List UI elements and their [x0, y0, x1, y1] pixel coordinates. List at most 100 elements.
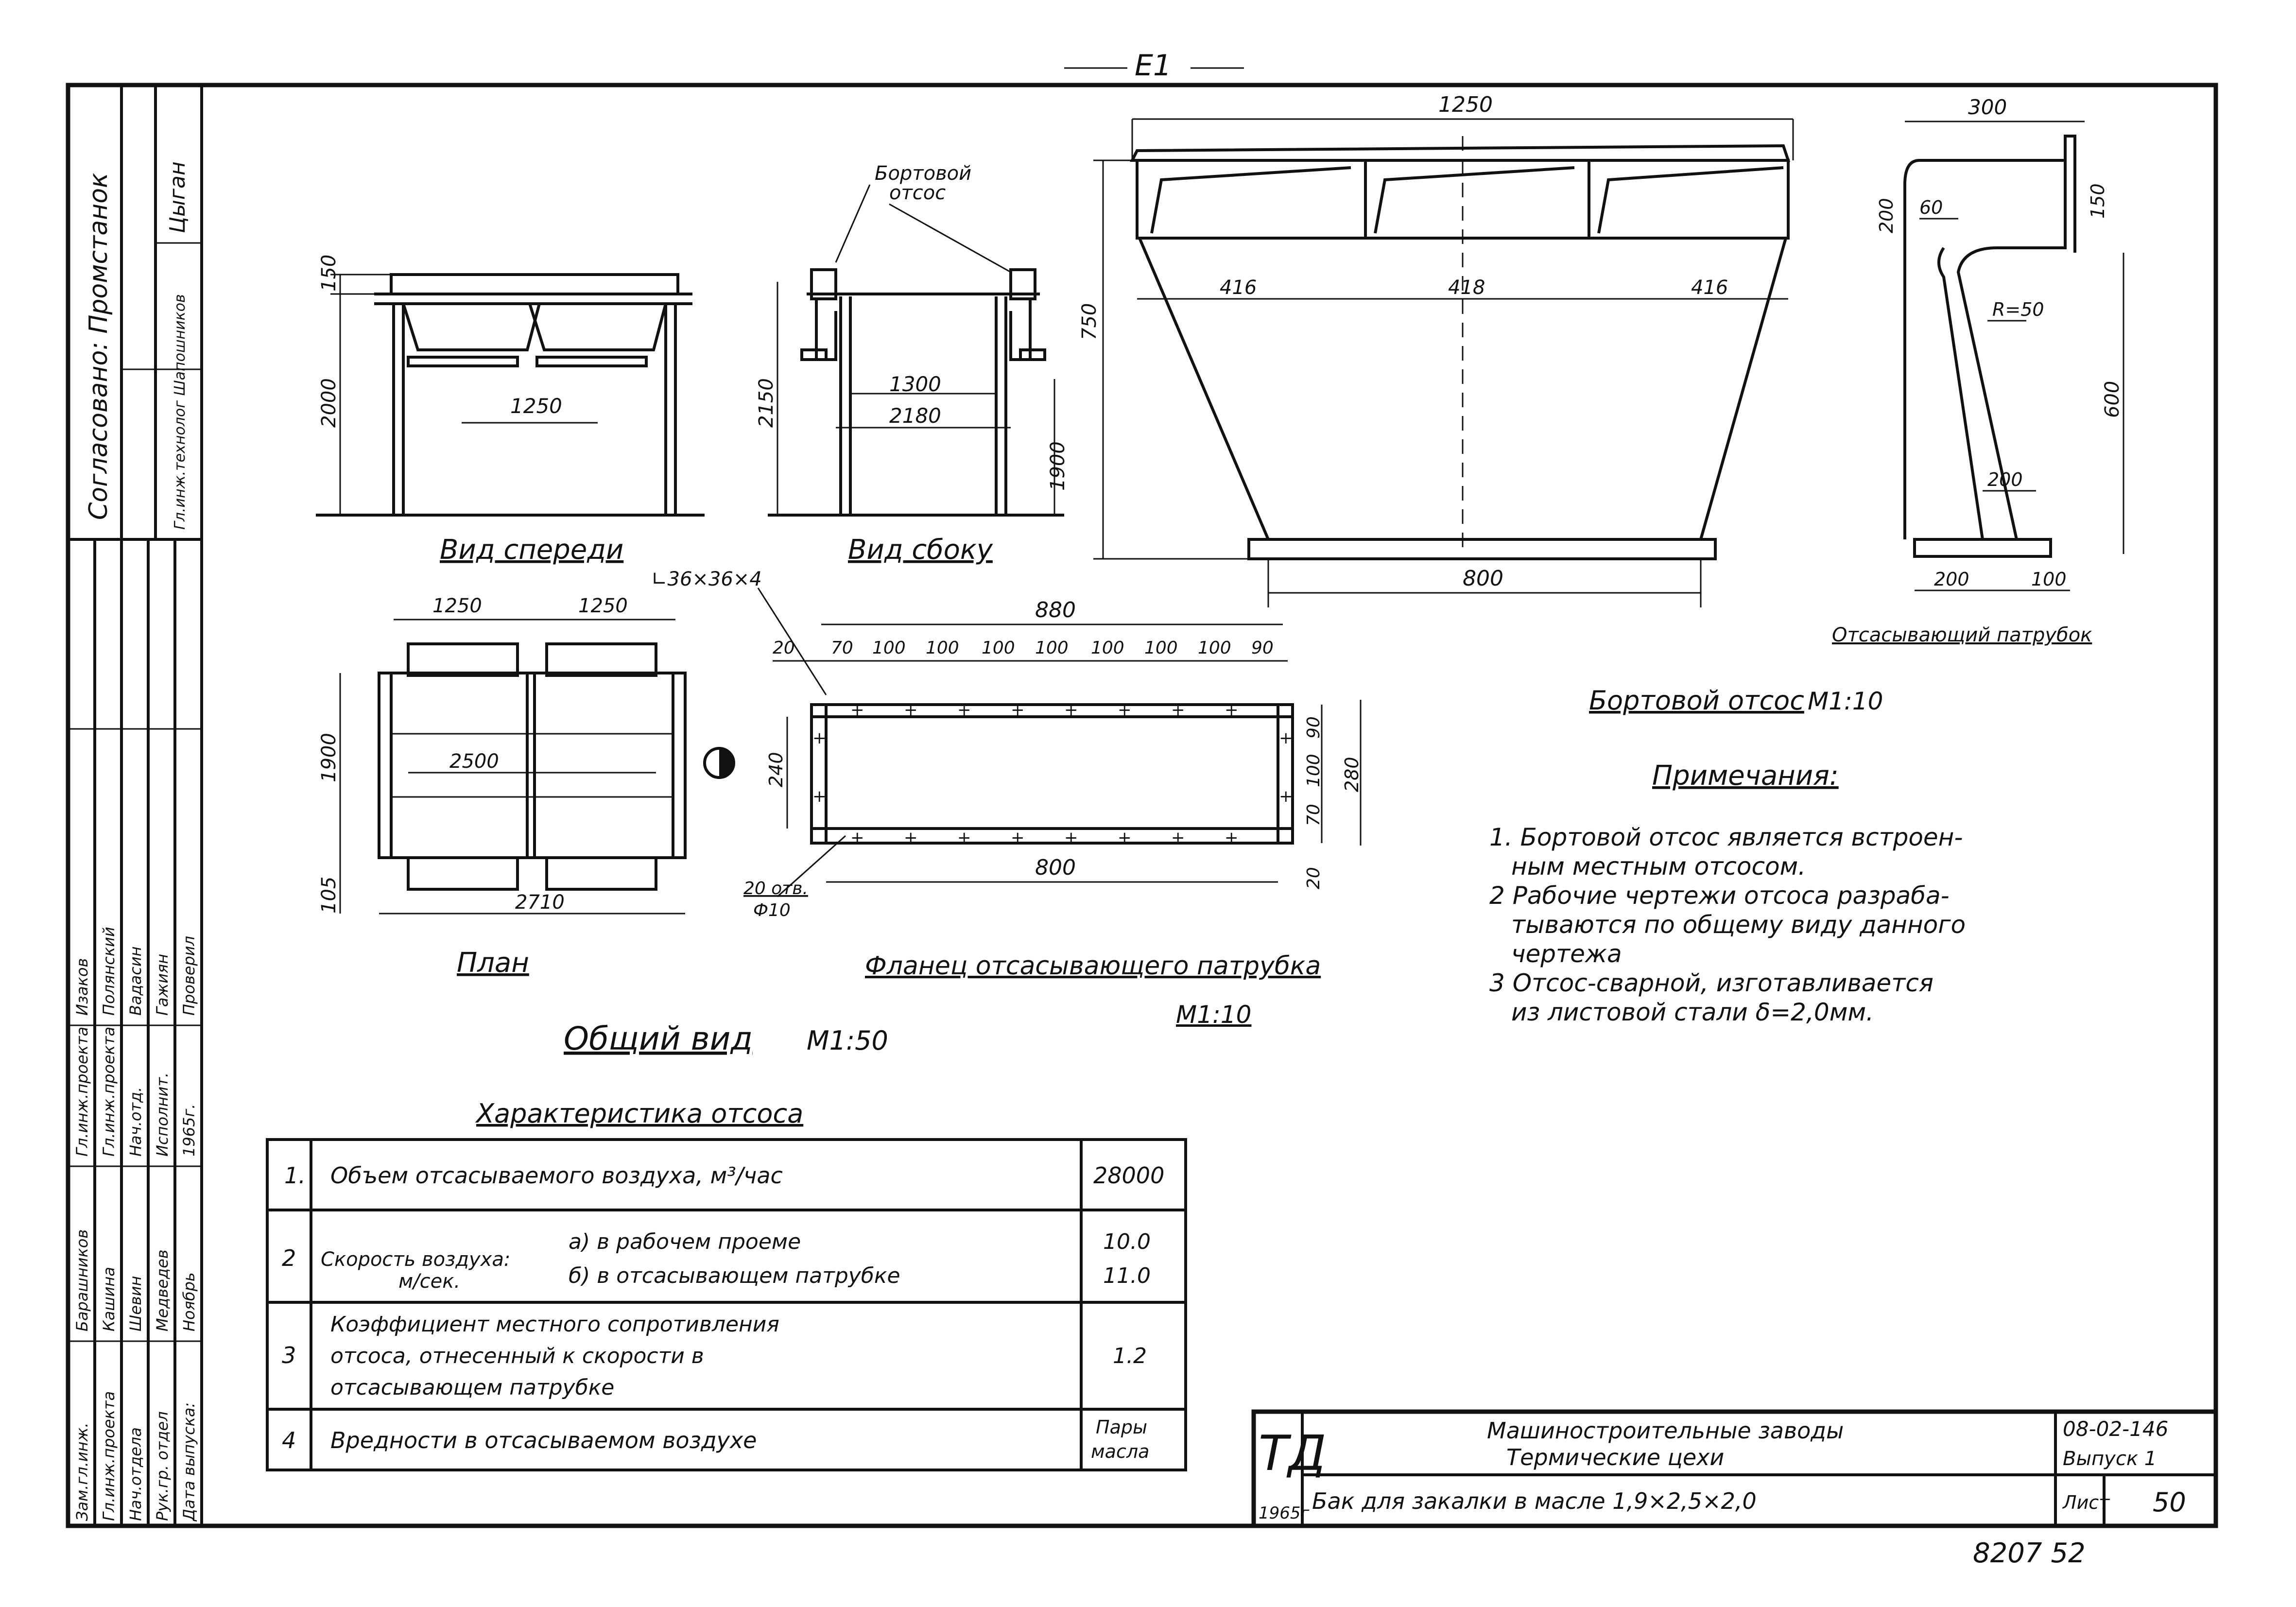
title-sheet-label: Лист: [2062, 1492, 2110, 1513]
char-r2-value-1: 11.0: [1103, 1263, 1151, 1288]
flange-pitch-4: 100: [982, 638, 1015, 658]
note-line-1: 1. Бортовой отсос является встроен-: [1489, 823, 1963, 851]
flange-pitch-0: 20: [773, 638, 795, 658]
flange-right-3: 70: [1304, 804, 1324, 826]
note-line-6: 3 Отсос-сварной, изготавливается: [1489, 969, 1933, 997]
hood-caption: Бортовой отсос: [1589, 685, 1804, 716]
svg-text:+: +: [1171, 700, 1185, 720]
svg-text:+: +: [1011, 700, 1025, 720]
hood-dim-top: 1250: [1438, 92, 1493, 117]
svg-text:+: +: [1118, 700, 1132, 720]
title-logo: ТД: [1259, 1425, 1326, 1482]
characteristics-table: Характеристика отсоса 1. Объем отсасывае…: [266, 1098, 1187, 1471]
appr-r2-c2: Нач.отд.: [126, 1087, 145, 1157]
svg-text:+: +: [904, 828, 918, 847]
front-view-caption: Вид спереди: [440, 534, 623, 566]
char-r4-text: Вредности в отсасываемом воздухе: [330, 1427, 757, 1453]
branch-dim-bottom-a: 200: [1934, 569, 1969, 590]
flange-bottom-right: 20: [1304, 867, 1324, 889]
char-r2-text-0: Скорость воздуха:: [321, 1248, 510, 1271]
char-r2-value-0: 10.0: [1103, 1229, 1151, 1254]
branch-dim-b: 200: [1876, 198, 1897, 233]
notes-title: Примечания:: [1652, 760, 1839, 792]
title-line-1: Машиностроительные заводы: [1487, 1417, 1844, 1444]
plan-dim-w2: 1250: [578, 595, 628, 617]
flange-pitch-5: 100: [1035, 638, 1069, 658]
branch-dim-radius: R=50: [1992, 299, 2044, 320]
appr-r4-c3: Проверил: [180, 936, 198, 1016]
svg-text:+: +: [1064, 828, 1078, 847]
characteristics-title: Характеристика отсоса: [475, 1098, 803, 1129]
flange-view: ∟36×36×4 880 20 70 100 100 100 100 100 1…: [651, 568, 1363, 1029]
appr-r1-c3: Полянский: [100, 927, 118, 1016]
branch-view: 300 60 200 150 R=50 600 200 200 100 Отса…: [1832, 95, 2124, 646]
svg-text:+: +: [850, 828, 864, 847]
svg-text:+: +: [1279, 787, 1293, 806]
note-line-7: из листовой стали δ=2,0мм.: [1511, 998, 1874, 1026]
svg-text:+: +: [1225, 700, 1239, 720]
svg-text:+: +: [1171, 828, 1185, 847]
char-r3-text-0: Коэффициент местного сопротивления: [330, 1312, 779, 1337]
outer-frame: [66, 83, 2218, 1528]
flange-bolt-holes: +++ +++ ++ +++ +++ ++ ++ ++: [812, 700, 1293, 847]
flange-holes: 20 отв.: [743, 879, 808, 899]
flange-height-inner: 240: [765, 752, 787, 787]
approval-strip: Согласовано: Промстанок Цыган Гл.инж.тех…: [68, 85, 202, 1526]
flange-right-2: 100: [1304, 754, 1324, 787]
char-r3-n: 3: [282, 1342, 296, 1368]
hood-dim-bottom: 800: [1463, 566, 1503, 591]
flange-dim-total: 880: [1035, 598, 1076, 622]
hood-bay-3: 416: [1691, 276, 1728, 299]
notes: Примечания: 1. Бортовой отсос является в…: [1489, 760, 1966, 1026]
flange-pitch-8: 100: [1198, 638, 1231, 658]
char-r3-value: 1.2: [1113, 1344, 1147, 1368]
flange-angle: ∟36×36×4: [651, 568, 762, 590]
flange-dim-inner: 800: [1035, 855, 1076, 880]
side-dim-h1: 2150: [755, 378, 777, 428]
svg-text:+: +: [1279, 728, 1293, 748]
approval-vertical-title: Согласовано: Промстанок: [84, 173, 113, 520]
general-caption: Общий вид: [564, 1020, 753, 1057]
flange-pitch-3: 100: [926, 638, 959, 658]
branch-dim-a: 60: [1919, 197, 1943, 218]
char-r2-text-2: а) в рабочем проеме: [569, 1229, 801, 1254]
appr-r0-c1: Барашников: [73, 1229, 91, 1331]
svg-text:+: +: [904, 700, 918, 720]
branch-dim-c: 150: [2087, 183, 2108, 219]
front-dim-height: 2000: [318, 378, 340, 428]
title-subject: Бак для закалки в масле 1,9×2,5×2,0: [1312, 1488, 1757, 1514]
svg-text:+: +: [1118, 828, 1132, 847]
char-r3-text-2: отсасывающем патрубке: [330, 1375, 614, 1400]
note-line-4: тываются по общему виду данного: [1511, 911, 1966, 939]
svg-text:+: +: [812, 787, 827, 806]
appr-r4-c2: 1965г.: [180, 1104, 198, 1157]
title-line-2: Термические цехи: [1506, 1444, 1724, 1470]
branch-caption: Отсасывающий патрубок: [1832, 624, 2092, 646]
svg-text:+: +: [850, 700, 864, 720]
title-block: ТД 1965г Машиностроительные заводы Терми…: [1251, 1409, 2218, 1528]
front-dim-top: 150: [318, 255, 340, 292]
hood-bay-2: 418: [1448, 276, 1485, 299]
hood-view: 1250 416 418 416 750 800: [1078, 92, 1794, 607]
svg-text:+: +: [1064, 700, 1078, 720]
sheet-code: Е1: [1135, 49, 1172, 83]
appr-r1-c2: Гл.инж.проекта: [100, 1027, 118, 1157]
side-view-caption: Вид сбоку: [848, 534, 993, 566]
appr-r3-c2: Исполнит.: [153, 1072, 172, 1157]
plan-dim-depth: 1900: [318, 733, 340, 782]
hood-bay-1: 416: [1220, 276, 1257, 299]
appr-r3-c1: Медведев: [153, 1249, 172, 1331]
char-r2-text-3: б) в отсасывающем патрубке: [569, 1263, 900, 1288]
plan-dim-edge: 105: [318, 877, 340, 914]
svg-text:+: +: [1225, 828, 1239, 847]
approval-right-1: Цыган: [165, 161, 190, 233]
appr-r2-c3: Вадасин: [126, 946, 145, 1016]
front-view: 150 2000 1250 Вид спереди: [316, 255, 705, 566]
svg-text:+: +: [957, 700, 971, 720]
appr-r1-c0: Гл.инж.проекта: [100, 1391, 118, 1521]
appr-r3-c0: Рук.гр. отдел: [153, 1411, 172, 1521]
branch-dim-height: 600: [2101, 381, 2123, 418]
branch-dim-top: 300: [1968, 95, 2007, 119]
archive-number: 8207 52: [1973, 1538, 2086, 1569]
plan-caption: План: [457, 947, 529, 979]
